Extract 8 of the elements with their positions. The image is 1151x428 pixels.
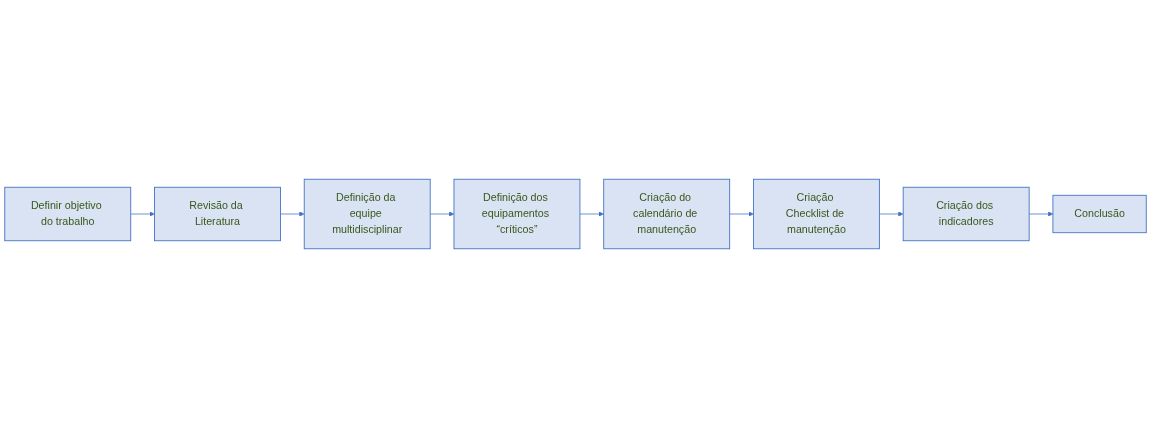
node-box: Definição da equipe multidisciplinar xyxy=(303,178,431,250)
node-box: Definição dos equipamentos “críticos” xyxy=(453,178,581,250)
node-box: Conclusão xyxy=(1052,194,1147,234)
node-box: Revisão da Literatura xyxy=(154,186,281,242)
node-box: Criação dos indicadores xyxy=(902,186,1030,242)
node-box: Criação do calendário de manutenção xyxy=(603,178,731,250)
node-box: Definir objetivo do trabalho xyxy=(4,186,132,242)
node-box: Criação Checklist de manutenção xyxy=(753,178,880,250)
